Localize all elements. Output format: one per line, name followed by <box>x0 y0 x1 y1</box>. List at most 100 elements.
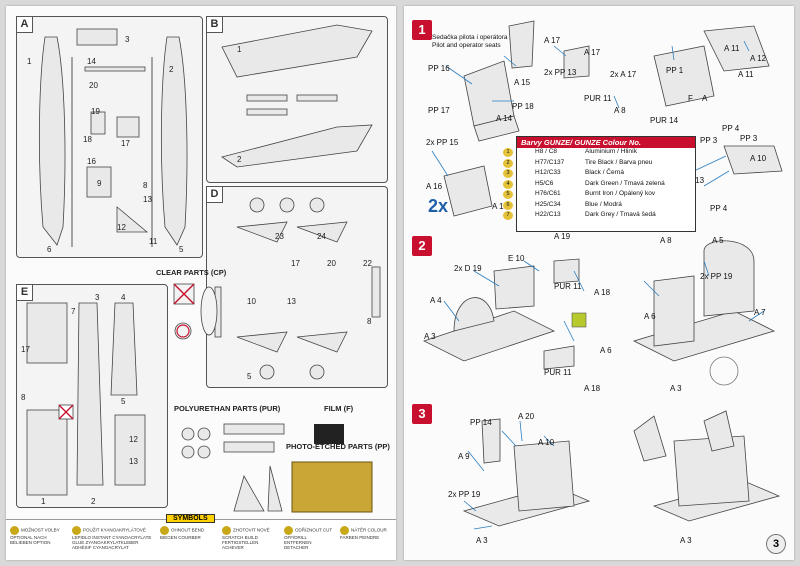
callout: PP 17 <box>428 106 450 115</box>
sprue-e-parts <box>26 302 146 496</box>
part-number: 2 <box>91 497 96 506</box>
colour-icon <box>340 526 349 535</box>
part-number: 4 <box>121 293 126 302</box>
callout: F <box>688 94 693 103</box>
symbol-glue: POUŽIT KYANOAKRYLÁTOVÉ LEPIDLO INSTANT C… <box>72 526 152 550</box>
sprue-b: B 1 2 <box>206 16 388 183</box>
callout: A 18 <box>584 384 601 393</box>
parts-page: A 3 1 2 20 14 19 18 17 16 9 8 <box>6 6 396 560</box>
optional-icon <box>10 526 19 535</box>
quantity-2x: 2x <box>428 196 449 216</box>
part-number: 19 <box>91 107 100 116</box>
scratch-icon <box>222 526 231 535</box>
callout: A 3 <box>424 332 436 341</box>
callout: PP 4 <box>710 204 728 213</box>
symbol-bend: OHNOUT BEND BIEGEN COURBER <box>160 526 205 540</box>
part-number: 5 <box>247 372 252 381</box>
callout: A 5 <box>712 236 724 245</box>
callout: A 3 <box>670 384 682 393</box>
callout: 2x D 19 <box>454 264 482 273</box>
part-number: 17 <box>291 259 300 268</box>
callout: PP 18 <box>512 102 534 111</box>
callout: A 3 <box>476 536 488 545</box>
part-number: 13 <box>287 297 296 306</box>
callout: A 16 <box>492 202 509 211</box>
callout: A 14 <box>496 114 513 123</box>
step-number: 1 <box>412 20 432 40</box>
step3-drawing <box>462 410 781 530</box>
part-number: 18 <box>83 135 92 144</box>
callout: PUR 14 <box>650 116 679 125</box>
assembly-page: 1 Sedačka pilota i operátora Pilot and o… <box>404 6 794 560</box>
callout: PP 3 <box>740 134 758 143</box>
symbol-optional: MOŽNOST VOLBY OPTIONAL NACH BELIEBEN OPT… <box>10 526 60 545</box>
part-number: 22 <box>363 259 372 268</box>
sprue-d-parts <box>214 197 381 380</box>
part-number: 6 <box>47 245 52 254</box>
step2-drawing <box>422 240 776 386</box>
seat-caption-en: Pilot and operator seats <box>432 42 501 49</box>
part-number: 17 <box>21 345 30 354</box>
part-number: 20 <box>89 81 98 90</box>
part-number: 1 <box>41 497 46 506</box>
callout: A 16 <box>426 182 443 191</box>
part-number: 2 <box>169 65 174 74</box>
part-number: 3 <box>125 35 130 44</box>
callout: A 13 <box>688 176 705 185</box>
clear-parts-title: CLEAR PARTS (CP) <box>156 268 227 277</box>
bend-icon <box>160 526 169 535</box>
callout: PP 1 <box>666 66 684 75</box>
part-number: 23 <box>275 232 284 241</box>
callout: A 12 <box>750 54 767 63</box>
pur-pp-parts <box>181 423 373 513</box>
callout: PP 14 <box>470 418 492 427</box>
callout: E 10 <box>508 254 525 263</box>
callout: A 7 <box>754 308 766 317</box>
part-number: 10 <box>247 297 256 306</box>
callout: A 8 <box>660 236 672 245</box>
symbol-scratch: ZHOTOVIT NOVÉ SCRATCH BUILD FERTIGSTELLE… <box>222 526 270 550</box>
callout: A 6 <box>644 312 656 321</box>
part-number: 12 <box>117 223 126 232</box>
callout: A 19 <box>554 232 571 241</box>
part-number: 5 <box>179 245 184 254</box>
callout: A 10 <box>750 154 767 163</box>
part-number: 17 <box>121 139 130 148</box>
callout: PUR 11 <box>544 368 572 377</box>
sprue-b-parts <box>221 24 373 168</box>
callout: A 17 <box>544 36 561 45</box>
glue-icon <box>72 526 81 535</box>
part-number: 7 <box>71 307 76 316</box>
callout: PUR 11 <box>584 94 612 103</box>
clear-parts-drawing <box>173 283 218 340</box>
polyurethan-parts-title: POLYURETHAN PARTS (PUR) <box>174 404 281 413</box>
part-number: 16 <box>87 157 96 166</box>
callout: A <box>702 94 708 103</box>
sprue-a: A 3 1 2 20 14 19 18 17 16 9 8 <box>16 16 203 258</box>
part-number: 20 <box>327 259 336 268</box>
callout: PUR 11 <box>554 282 582 291</box>
callout: A 6 <box>600 346 612 355</box>
callout: A 9 <box>458 452 470 461</box>
part-number: 8 <box>21 393 26 402</box>
callout: 2x PP 19 <box>700 272 733 281</box>
callout: A 3 <box>680 536 692 545</box>
symbols-title: SYMBOLS <box>166 514 215 523</box>
colour-table-title: Barvy GUNZE/ GUNZE Colour No. <box>517 137 695 148</box>
callout: 2x A 17 <box>610 70 637 79</box>
page-number: 3 <box>766 534 786 554</box>
part-number: 13 <box>143 195 152 204</box>
sprue-label: E <box>16 284 33 301</box>
sprue-e: E 3 4 7 17 8 5 12 13 1 2 <box>16 284 168 508</box>
part-number: 8 <box>367 317 372 326</box>
film-title: FILM (F) <box>324 404 354 413</box>
seat-caption-cz: Sedačka pilota i operátora <box>432 34 508 41</box>
callout: PP 3 <box>700 136 718 145</box>
sprue-d: D 23 24 22 20 17 10 13 8 5 <box>206 186 388 388</box>
